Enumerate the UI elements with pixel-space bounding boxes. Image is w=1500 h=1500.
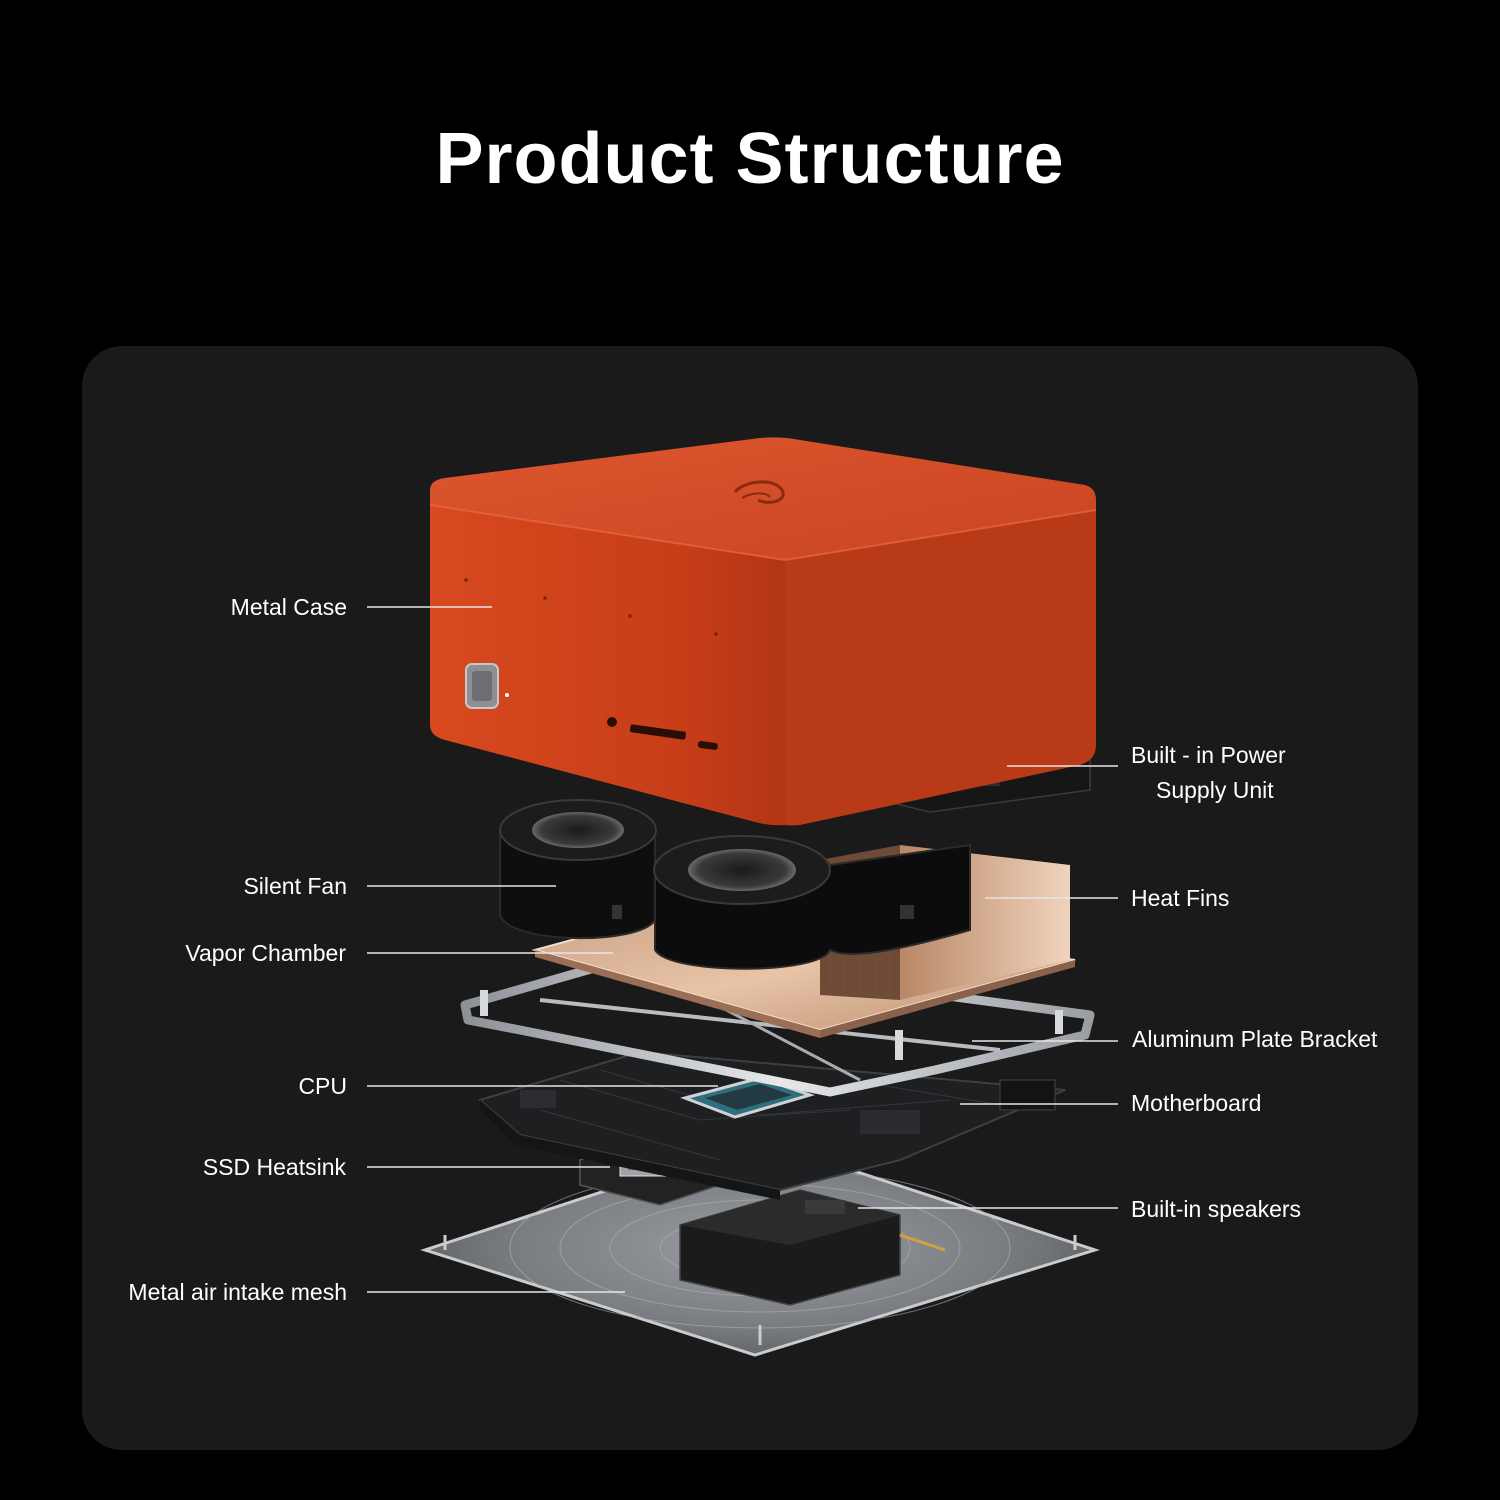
label-motherboard: Motherboard bbox=[1131, 1090, 1261, 1116]
label-power-supply-line1: Built - in Power bbox=[1131, 742, 1286, 768]
label-ssd-heatsink: SSD Heatsink bbox=[203, 1154, 347, 1180]
power-button-icon[interactable] bbox=[465, 663, 499, 709]
label-speakers: Built-in speakers bbox=[1131, 1196, 1301, 1222]
label-cpu: CPU bbox=[298, 1073, 347, 1099]
cpu-chip bbox=[680, 1076, 815, 1119]
label-vapor-chamber: Vapor Chamber bbox=[185, 940, 346, 966]
speaker-module bbox=[679, 1189, 946, 1306]
label-heat-fins: Heat Fins bbox=[1131, 885, 1229, 911]
label-metal-case: Metal Case bbox=[231, 594, 347, 620]
label-power-supply-line2: Supply Unit bbox=[1156, 777, 1274, 803]
swirl-logo-icon bbox=[733, 480, 785, 504]
metal-case bbox=[429, 437, 1097, 826]
label-air-intake-mesh: Metal air intake mesh bbox=[128, 1279, 347, 1305]
component-labels: Metal Case Silent Fan Vapor Chamber CPU … bbox=[128, 594, 1378, 1305]
leader-lines bbox=[367, 606, 1118, 1293]
silent-fan-assembly bbox=[499, 799, 971, 970]
label-aluminum-bracket: Aluminum Plate Bracket bbox=[1132, 1026, 1378, 1052]
motherboard-board bbox=[477, 1050, 1066, 1200]
page-title: Product Structure bbox=[435, 119, 1065, 199]
label-silent-fan: Silent Fan bbox=[243, 873, 347, 899]
